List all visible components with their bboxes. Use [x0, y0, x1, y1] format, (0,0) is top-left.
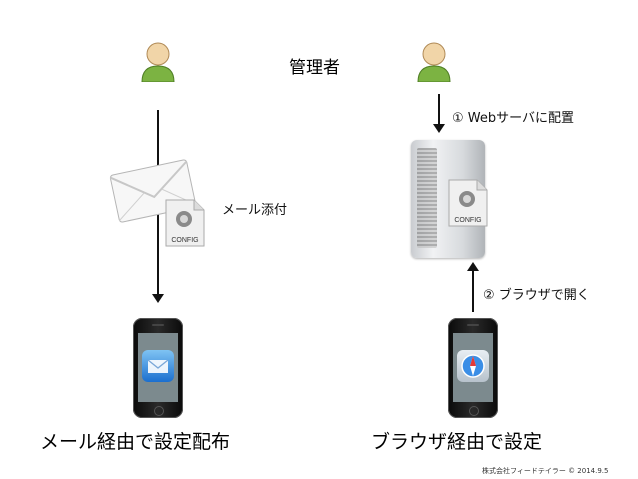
step2-arrow-line	[472, 270, 474, 312]
step1-arrow-line	[438, 94, 440, 126]
config-file-label-right: CONFIG	[454, 217, 481, 224]
phone-right	[448, 318, 498, 418]
admin-title: 管理者	[289, 58, 340, 78]
step2-arrow-head	[467, 262, 479, 271]
config-file-label-left: CONFIG	[171, 237, 198, 244]
footer-copyright: 株式会社フィードテイラー © 2014.9.5	[482, 467, 609, 475]
config-file-icon-right: CONFIG	[447, 178, 489, 232]
step1-label: ① Webサーバに配置	[452, 111, 574, 126]
step2-label: ② ブラウザで開く	[483, 288, 590, 303]
left-caption: メール経由で設定配布	[40, 431, 231, 453]
config-file-icon-left: CONFIG	[164, 198, 206, 252]
phone-left	[133, 318, 183, 418]
safari-app-icon	[457, 350, 489, 382]
mail-app-icon	[142, 350, 174, 382]
step1-arrow-head	[433, 124, 445, 133]
left-arrow-head	[152, 294, 164, 303]
attachment-label: メール添付	[222, 203, 288, 218]
admin-person-icon-right	[415, 38, 453, 86]
admin-person-icon-left	[139, 38, 177, 86]
right-caption: ブラウザ経由で設定	[371, 431, 543, 453]
